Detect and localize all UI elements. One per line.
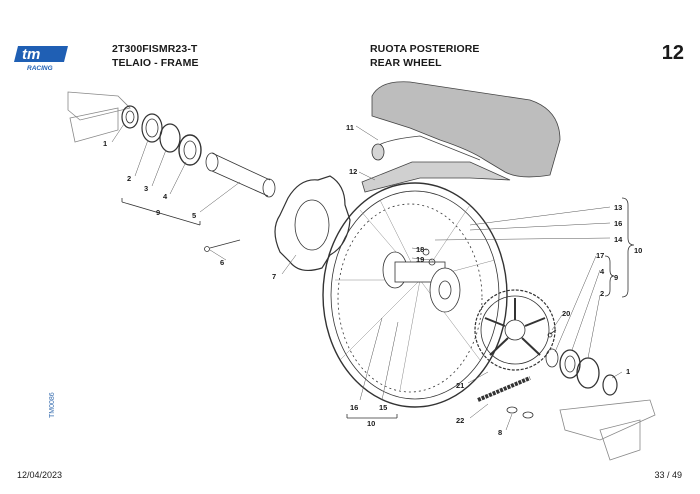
- part-12-rim-band: [361, 161, 511, 193]
- callout-10-right: 10: [634, 246, 642, 255]
- callout-19: 19: [416, 255, 424, 264]
- callout-22: 22: [456, 416, 464, 425]
- callout-7: 7: [272, 272, 276, 281]
- part-1-spacer: [121, 105, 139, 129]
- part-3-circlip: [159, 123, 181, 153]
- part-20-bolt: [547, 329, 557, 338]
- rear-hub: [382, 251, 461, 313]
- callout-13: 13: [614, 203, 622, 212]
- swingarm-right: [559, 399, 656, 461]
- callout-12: 12: [349, 167, 357, 176]
- callout-4-right: 4: [600, 267, 605, 276]
- callout-9: 9: [156, 208, 160, 217]
- logo-subtext: RACING: [27, 65, 53, 72]
- callout-3: 3: [144, 184, 148, 193]
- model-code: 2T300FISMR23-T: [112, 43, 198, 55]
- swingarm-left: [67, 91, 131, 143]
- callout-5: 5: [192, 211, 196, 220]
- section-title: TELAIO - FRAME: [112, 57, 199, 69]
- part-17-spacer: [545, 348, 559, 368]
- callout-4: 4: [163, 192, 168, 201]
- tm-racing-logo: tm RACING: [14, 46, 68, 72]
- bracket-group-9-right: [604, 255, 615, 297]
- bracket-group-10-bottom: [346, 414, 398, 419]
- part-1-spacer-right: [602, 374, 618, 396]
- callout-20: 20: [562, 309, 570, 318]
- footer-date: 12/04/2023: [17, 470, 63, 480]
- callout-15: 15: [379, 403, 387, 412]
- part-4-bearing: [178, 134, 202, 166]
- callout-10-bottom: 10: [367, 419, 375, 428]
- part-6-bolt: [204, 239, 241, 252]
- part-11-tyre: [371, 81, 561, 178]
- callout-8: 8: [498, 428, 502, 437]
- callout-21: 21: [456, 381, 464, 390]
- part-22-chain: [477, 376, 531, 402]
- callout-11: 11: [346, 123, 354, 132]
- callout-1-right: 1: [626, 367, 630, 376]
- part-2-seal: [141, 113, 163, 143]
- page-group-number: 12: [661, 42, 684, 64]
- bracket-group-9-left: [121, 198, 201, 226]
- callout-17: 17: [596, 251, 604, 260]
- callout-2: 2: [127, 174, 131, 183]
- part-21-sprocket: [474, 289, 556, 371]
- part-8-chain-master-link: [506, 406, 534, 419]
- bracket-group-10-right: [621, 197, 635, 298]
- callout-16-bottom: 16: [350, 403, 358, 412]
- part-4-bearing-right: [559, 349, 581, 379]
- callout-1: 1: [103, 139, 107, 148]
- callout-2-right: 2: [600, 289, 604, 298]
- rear-rim: [322, 182, 508, 408]
- diagram-title-it: RUOTA POSTERIORE: [370, 43, 480, 55]
- spokes: [335, 199, 496, 391]
- part-7-brake-disc: [274, 175, 351, 272]
- part-5-axle-spacer-tube: [205, 152, 276, 198]
- callout-16-right: 16: [614, 219, 622, 228]
- callout-6: 6: [220, 258, 224, 267]
- callout-14: 14: [614, 235, 623, 244]
- callout-18: 18: [416, 245, 424, 254]
- footer-page-count: 33 / 49: [654, 470, 682, 480]
- callout-9-right: 9: [614, 273, 618, 282]
- part-19-washer: [428, 258, 436, 266]
- part-2-seal-right: [576, 357, 600, 389]
- diagram-title-en: REAR WHEEL: [370, 57, 442, 69]
- logo-text: tm: [22, 46, 40, 63]
- part-18-nut: [422, 248, 430, 256]
